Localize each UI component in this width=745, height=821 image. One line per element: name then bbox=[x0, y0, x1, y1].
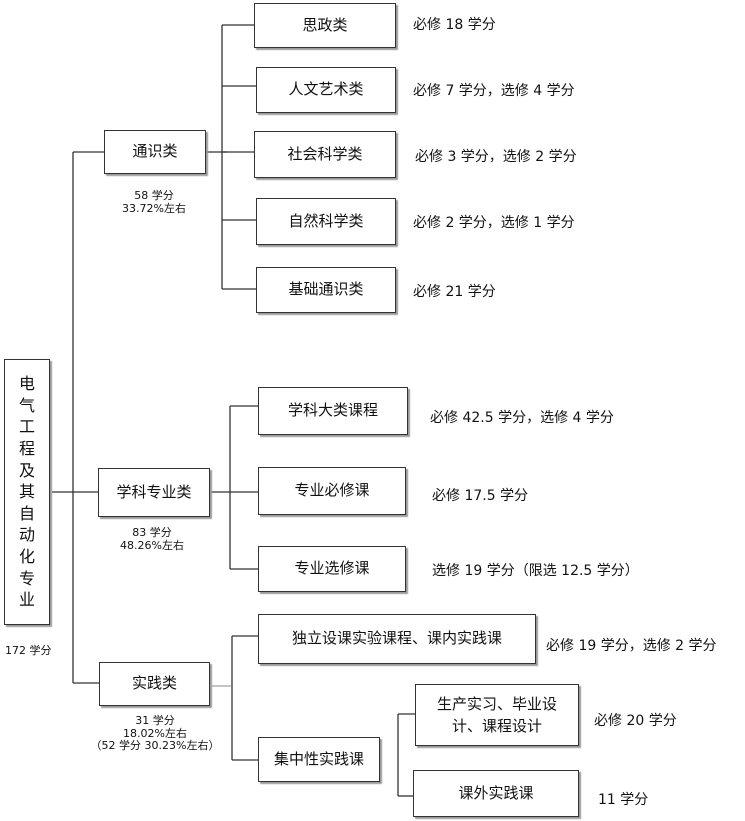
note-basic-general: 必修 21 学分 bbox=[413, 284, 496, 300]
note-independent-experiments: 必修 19 学分，选修 2 学分 bbox=[546, 638, 717, 654]
root-char: 业 bbox=[18, 590, 35, 610]
note-ideology-politics: 必修 18 学分 bbox=[413, 17, 496, 33]
course-major-required: 专业必修课 bbox=[258, 467, 406, 515]
root-char: 及 bbox=[18, 460, 35, 480]
note-internship-design: 必修 20 学分 bbox=[594, 713, 677, 729]
category-general-education-credits: 58 学分 33.72%左右 bbox=[122, 189, 186, 215]
note-humanities-arts: 必修 7 学分，选修 4 学分 bbox=[413, 83, 575, 99]
course-natural-science: 自然科学类 bbox=[256, 198, 396, 245]
note-social-science: 必修 3 学分，选修 2 学分 bbox=[415, 149, 577, 165]
course-ideology-politics: 思政类 bbox=[254, 3, 396, 48]
course-humanities-arts: 人文艺术类 bbox=[256, 67, 396, 113]
category-discipline-major: 学科专业类 bbox=[98, 468, 210, 517]
category-practice: 实践类 bbox=[99, 662, 210, 706]
root-char: 电 bbox=[18, 374, 35, 394]
category-practice-credits: 31 学分 18.02%左右 （52 学分 30.23%左右） bbox=[90, 714, 220, 752]
note-discipline-foundation: 必修 42.5 学分，选修 4 学分 bbox=[430, 410, 614, 426]
root-char: 工 bbox=[18, 417, 35, 437]
root-char: 其 bbox=[18, 482, 35, 502]
note-major-elective: 选修 19 学分（限选 12.5 学分） bbox=[432, 563, 639, 579]
course-independent-experiments: 独立设课实验课程、课内实践课 bbox=[258, 614, 536, 664]
root-char: 专 bbox=[18, 568, 35, 588]
course-extracurricular-practice: 课外实践课 bbox=[413, 770, 579, 817]
root-total-credits: 172 学分 bbox=[5, 644, 52, 657]
root-major-box: 电 气 工 程 及 其 自 动 化 专 业 bbox=[4, 359, 50, 625]
course-internship-design: 生产实习、毕业设 计、课程设计 bbox=[415, 684, 579, 746]
note-natural-science: 必修 2 学分，选修 1 学分 bbox=[413, 215, 575, 231]
root-char: 自 bbox=[18, 503, 35, 523]
root-char: 动 bbox=[18, 525, 35, 545]
note-major-required: 必修 17.5 学分 bbox=[432, 488, 529, 504]
category-general-education: 通识类 bbox=[104, 130, 206, 174]
note-extracurricular-practice: 11 学分 bbox=[598, 792, 649, 808]
course-social-science: 社会科学类 bbox=[254, 131, 396, 178]
course-intensive-practice: 集中性实践课 bbox=[258, 737, 380, 782]
course-discipline-foundation: 学科大类课程 bbox=[258, 387, 408, 435]
root-char: 气 bbox=[18, 395, 35, 415]
root-char: 化 bbox=[18, 546, 35, 566]
course-basic-general: 基础通识类 bbox=[256, 267, 396, 313]
course-major-elective: 专业选修课 bbox=[258, 546, 406, 592]
root-char: 程 bbox=[18, 439, 35, 459]
category-discipline-major-credits: 83 学分 48.26%左右 bbox=[120, 526, 184, 552]
